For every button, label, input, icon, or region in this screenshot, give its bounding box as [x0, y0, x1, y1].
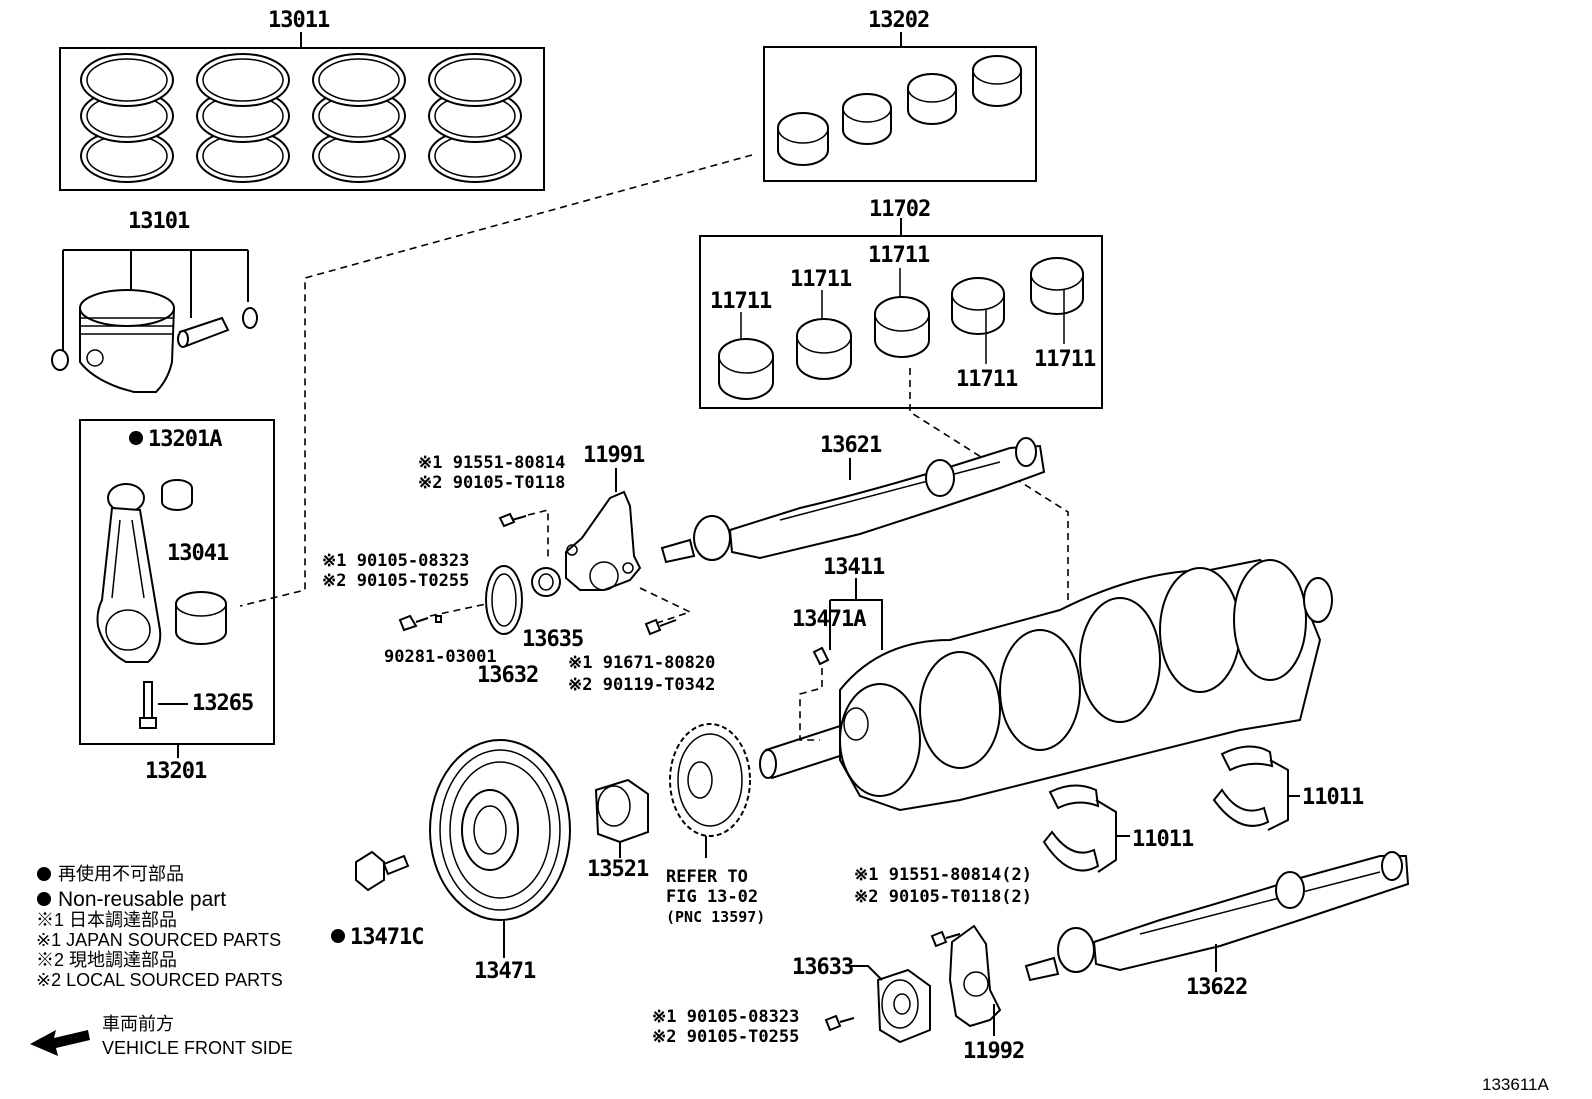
label-13471[interactable]: 13471 — [474, 959, 537, 984]
front-arrow-icon — [30, 1030, 90, 1056]
bolt5-part-2[interactable]: ※2 90105-T0255 — [652, 1027, 799, 1047]
label-13201A[interactable]: 13201A — [148, 427, 223, 452]
timing-sprocket[interactable] — [669, 723, 751, 858]
piston-body — [79, 289, 176, 393]
label-13471A[interactable]: 13471A — [792, 607, 867, 632]
label-11992[interactable]: 11992 — [963, 1039, 1025, 1064]
refer-line-2[interactable]: FIG 13-02 — [666, 887, 758, 907]
legend-dot-1 — [37, 867, 51, 881]
label-11011-a[interactable]: 11011 — [1302, 785, 1365, 810]
bolt4-part-1[interactable]: ※1 91551-80814(2) — [854, 865, 1032, 885]
legend-japan-en: ※1 JAPAN SOURCED PARTS — [36, 930, 281, 950]
key-13471A — [812, 646, 830, 666]
gear-13632[interactable] — [485, 565, 561, 635]
bolt-right[interactable] — [639, 587, 693, 636]
bolt-lower-1[interactable] — [930, 930, 961, 948]
piston-ring-set[interactable] — [59, 32, 545, 191]
main-bearing-shell — [718, 257, 1084, 400]
connecting-rod — [96, 483, 162, 663]
balance-shaft-1[interactable] — [660, 437, 1046, 564]
label-13411[interactable]: 13411 — [823, 555, 886, 580]
legend-dot-2 — [37, 892, 51, 906]
ring-stack-1 — [80, 53, 174, 183]
piston-assembly[interactable] — [51, 249, 258, 393]
legend-local-en: ※2 LOCAL SOURCED PARTS — [36, 970, 283, 990]
legend-japan-jp: ※1 日本調達部品 — [36, 910, 177, 930]
ring-stack-2 — [196, 53, 290, 183]
crankshaft[interactable] — [759, 558, 1333, 812]
balance-shaft-2[interactable] — [1024, 851, 1410, 982]
label-13621[interactable]: 13621 — [820, 433, 883, 458]
front-en: VEHICLE FRONT SIDE — [102, 1038, 293, 1058]
label-11991[interactable]: 11991 — [583, 443, 646, 468]
label-13041[interactable]: 13041 — [167, 541, 230, 566]
bolt1-part-2[interactable]: ※2 90105-T0118 — [418, 473, 565, 493]
label-13632[interactable]: 13632 — [477, 663, 539, 688]
legend-non-reusable-en: Non-reusable part — [58, 888, 226, 911]
bolt3-part-1[interactable]: ※1 91671-80820 — [568, 653, 715, 673]
thrust-washer-2[interactable] — [1042, 784, 1130, 873]
refer-line-3[interactable]: (PNC 13597) — [666, 908, 765, 926]
crank-sprocket[interactable] — [594, 778, 649, 858]
bolt1-part-1[interactable]: ※1 91551-80814 — [418, 453, 565, 473]
ring-stack-4 — [428, 53, 522, 183]
legend: 再使用不可部品 Non-reusable part ※1 日本調達部品 ※1 J… — [36, 864, 283, 990]
label-13622[interactable]: 13622 — [1186, 975, 1248, 1000]
plate-11991[interactable] — [565, 468, 642, 591]
bolt5-part-1[interactable]: ※1 90105-08323 — [652, 1007, 799, 1027]
label-11711-c[interactable]: 11711 — [868, 243, 931, 268]
vehicle-front-indicator: 車両前方 VEHICLE FRONT SIDE — [30, 1014, 293, 1058]
refer-line-1[interactable]: REFER TO — [666, 867, 748, 887]
non-reusable-dot-2 — [331, 929, 345, 943]
crank-pulley[interactable] — [429, 739, 571, 958]
bolt2-part-1[interactable]: ※1 90105-08323 — [322, 551, 469, 571]
label-13635[interactable]: 13635 — [522, 627, 584, 652]
label-90281[interactable]: 90281-03001 — [384, 647, 497, 667]
bolt3-part-2[interactable]: ※2 90119-T0342 — [568, 675, 715, 695]
label-13521[interactable]: 13521 — [587, 857, 650, 882]
bolt-top[interactable] — [498, 508, 549, 560]
non-reusable-dot — [129, 431, 143, 445]
label-13471C[interactable]: 13471C — [350, 925, 424, 950]
thrust-washer-1[interactable] — [1212, 745, 1300, 831]
conrod-bearing-set[interactable] — [763, 32, 1037, 182]
label-13011[interactable]: 13011 — [268, 8, 331, 33]
main-bearing-set[interactable] — [699, 218, 1103, 409]
pulley-bolt[interactable] — [355, 850, 410, 892]
label-13202[interactable]: 13202 — [868, 8, 930, 33]
bolt-lower-2[interactable] — [824, 1014, 855, 1032]
ring-stack-3 — [312, 53, 406, 183]
label-11702[interactable]: 11702 — [869, 197, 931, 222]
label-11711-a[interactable]: 11711 — [710, 289, 773, 314]
connecting-rod-assembly[interactable] — [79, 419, 275, 758]
label-13101[interactable]: 13101 — [128, 209, 191, 234]
bearing-shell — [777, 55, 1022, 166]
legend-local-jp: ※2 現地調達部品 — [36, 950, 177, 970]
label-11711-d[interactable]: 11711 — [956, 367, 1019, 392]
gear-13633[interactable] — [850, 965, 931, 1044]
label-11711-e[interactable]: 11711 — [1034, 347, 1097, 372]
label-13633[interactable]: 13633 — [792, 955, 854, 980]
label-11711-b[interactable]: 11711 — [790, 267, 853, 292]
bolt-left[interactable] — [398, 603, 487, 632]
label-13265[interactable]: 13265 — [192, 691, 254, 716]
bolt2-part-2[interactable]: ※2 90105-T0255 — [322, 571, 469, 591]
plate-11992[interactable] — [948, 924, 1002, 1036]
diagram-id: 133611A — [1482, 1075, 1549, 1094]
bolt4-part-2[interactable]: ※2 90105-T0118(2) — [854, 887, 1032, 907]
label-11011-b[interactable]: 11011 — [1132, 827, 1195, 852]
label-13201[interactable]: 13201 — [145, 759, 208, 784]
front-jp: 車両前方 — [102, 1014, 174, 1034]
legend-non-reusable-jp: 再使用不可部品 — [58, 864, 184, 884]
